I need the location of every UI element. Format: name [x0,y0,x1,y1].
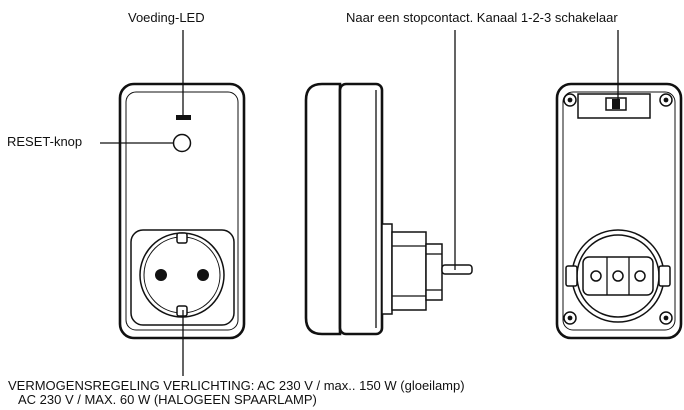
power-led [176,115,191,120]
screw-top-left [563,93,577,107]
side-housing-front [304,82,342,336]
screw-bottom-left [563,311,577,325]
side-plug-body [391,231,427,311]
side-view [304,82,473,336]
front-earth-clip-bottom [176,305,188,317]
front-socket-hole-left [155,269,167,281]
label-outlet-channel: Naar een stopcontact. Kanaal 1-2-3 schak… [346,10,618,25]
label-spec-line-1: VERMOGENSREGELING VERLICHTING: AC 230 V … [8,378,465,393]
back-plug-pin-left [590,270,602,282]
back-plug-pin-right [634,270,646,282]
channel-switch-knob [612,99,620,109]
screw-top-right [659,93,673,107]
label-reset-button: RESET-knop [7,134,82,149]
side-plug-pin [441,264,473,275]
front-earth-clip-top [176,232,188,244]
back-plug-earth-tab-right [658,265,671,287]
reset-button [172,133,192,153]
label-power-led: Voeding-LED [128,10,205,25]
side-housing-back [338,82,384,336]
side-plug-collar [425,243,443,301]
front-socket-hole-right [197,269,209,281]
back-plug-earth-tab-left [565,265,578,287]
label-spec-line-2: AC 230 V / MAX. 60 W (HALOGEEN SPAARLAMP… [18,392,317,407]
screw-bottom-right [659,311,673,325]
back-plug-pin-center [612,270,624,282]
side-plug-base [381,223,393,315]
front-view [118,82,246,340]
back-view [555,82,683,340]
